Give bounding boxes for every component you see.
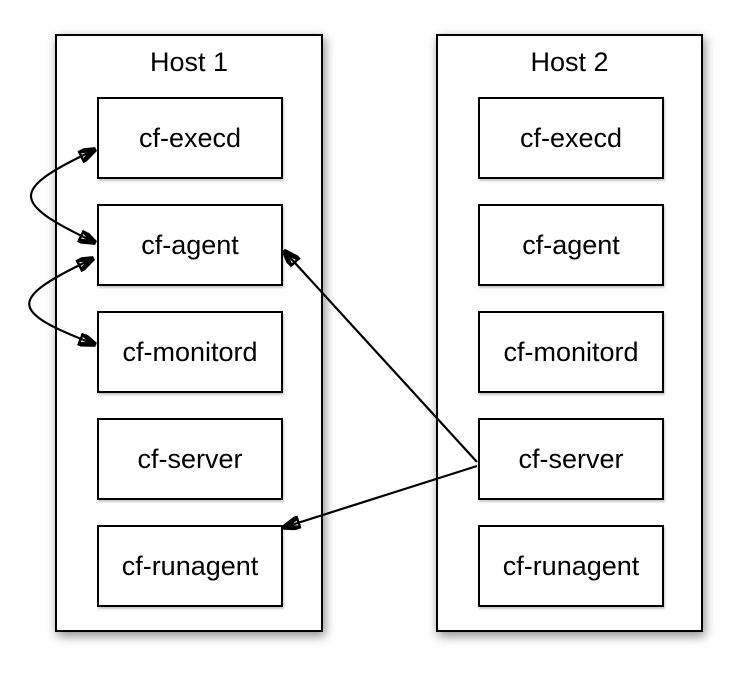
component-label: cf-runagent bbox=[121, 550, 259, 581]
host-2-title: Host 2 bbox=[530, 47, 609, 77]
component-label: cf-execd bbox=[138, 122, 242, 153]
component-box-host2-cf-monitord: cf-monitord bbox=[478, 311, 664, 393]
component-box-host1-cf-agent: cf-agent bbox=[97, 204, 283, 286]
component-label: cf-monitord bbox=[122, 336, 258, 367]
component-label: cf-server bbox=[137, 443, 243, 474]
component-label: cf-runagent bbox=[502, 550, 640, 581]
host-box-2: Host 2 cf-execd cf-agent cf-monitord cf-… bbox=[436, 34, 703, 632]
component-box-host1-cf-monitord: cf-monitord bbox=[97, 311, 283, 393]
component-box-host1-cf-runagent: cf-runagent bbox=[97, 525, 283, 607]
component-box-host1-cf-execd: cf-execd bbox=[97, 97, 283, 179]
component-label: cf-agent bbox=[522, 229, 620, 260]
host-1-title: Host 1 bbox=[149, 47, 229, 77]
component-box-host2-cf-execd: cf-execd bbox=[478, 97, 664, 179]
component-box-host1-cf-server: cf-server bbox=[97, 418, 283, 500]
host-box-1: Host 1 cf-execd cf-agent cf-monitord cf-… bbox=[55, 34, 323, 632]
component-box-host2-cf-server: cf-server bbox=[478, 418, 664, 500]
component-label: cf-monitord bbox=[503, 336, 639, 367]
component-box-host2-cf-runagent: cf-runagent bbox=[478, 525, 664, 607]
component-label: cf-execd bbox=[519, 122, 623, 153]
component-label: cf-agent bbox=[141, 229, 239, 260]
component-label: cf-server bbox=[518, 443, 624, 474]
component-box-host2-cf-agent: cf-agent bbox=[478, 204, 664, 286]
